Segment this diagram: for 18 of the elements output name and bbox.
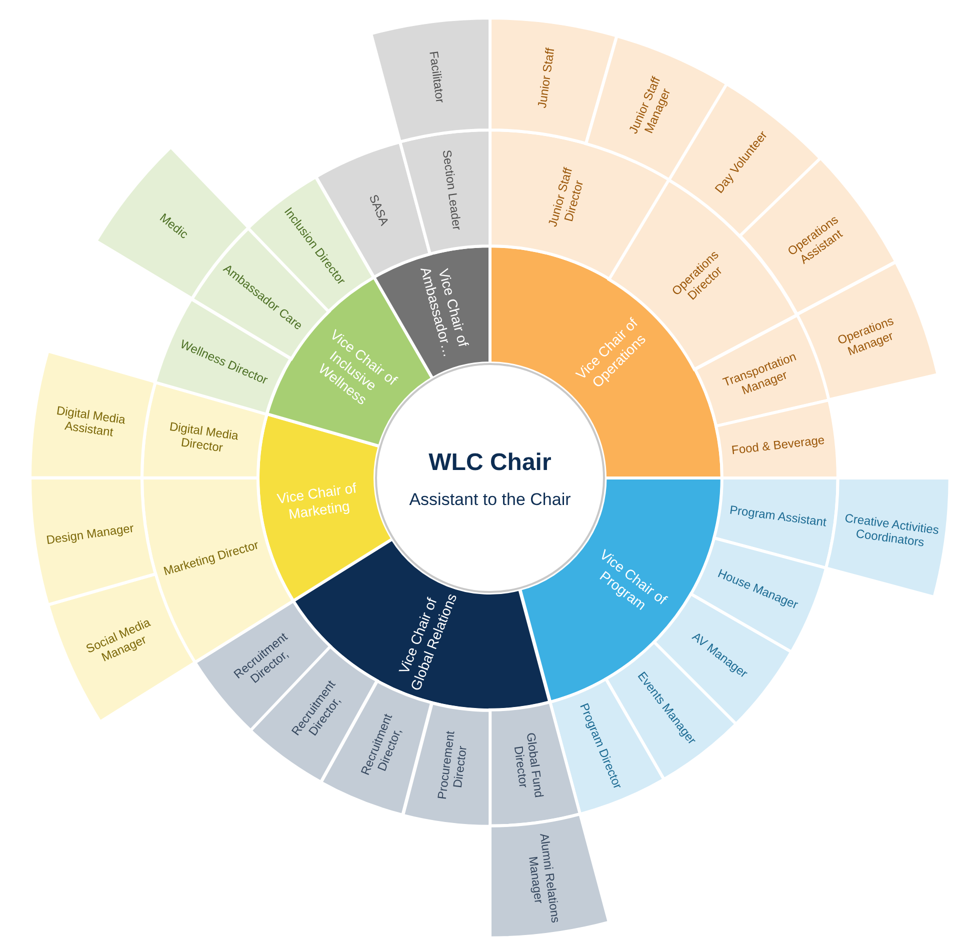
segment-label: Procurement Director: [434, 728, 471, 802]
center-title: WLC Chair: [428, 448, 552, 478]
segment-label: Global Fund Director: [510, 730, 547, 800]
segment-label: Junior Staff Director: [544, 164, 588, 230]
segment-label: Digital Media Director: [167, 418, 240, 456]
segment-label: Digital Media Assistant: [54, 402, 128, 442]
segment-label: SASA: [365, 192, 393, 230]
segment-label: Alumni Relations Manager: [524, 831, 563, 926]
segment-label: Food & Beverage: [730, 432, 826, 458]
segment-label: Program Assistant: [727, 502, 828, 530]
segment-label: Design Manager: [44, 520, 136, 548]
segment-label: Junior Staff: [534, 46, 558, 111]
segment-label: Marketing Director: [161, 537, 262, 579]
segment-label: Vice Chair of Marketing: [275, 478, 359, 524]
segment-label: Facilitator: [426, 50, 449, 106]
center-subtitle: Assistant to the Chair: [408, 489, 572, 511]
segment-label: Section Leader: [438, 148, 466, 234]
segment-label: Creative Activities Coordinators: [842, 510, 940, 551]
